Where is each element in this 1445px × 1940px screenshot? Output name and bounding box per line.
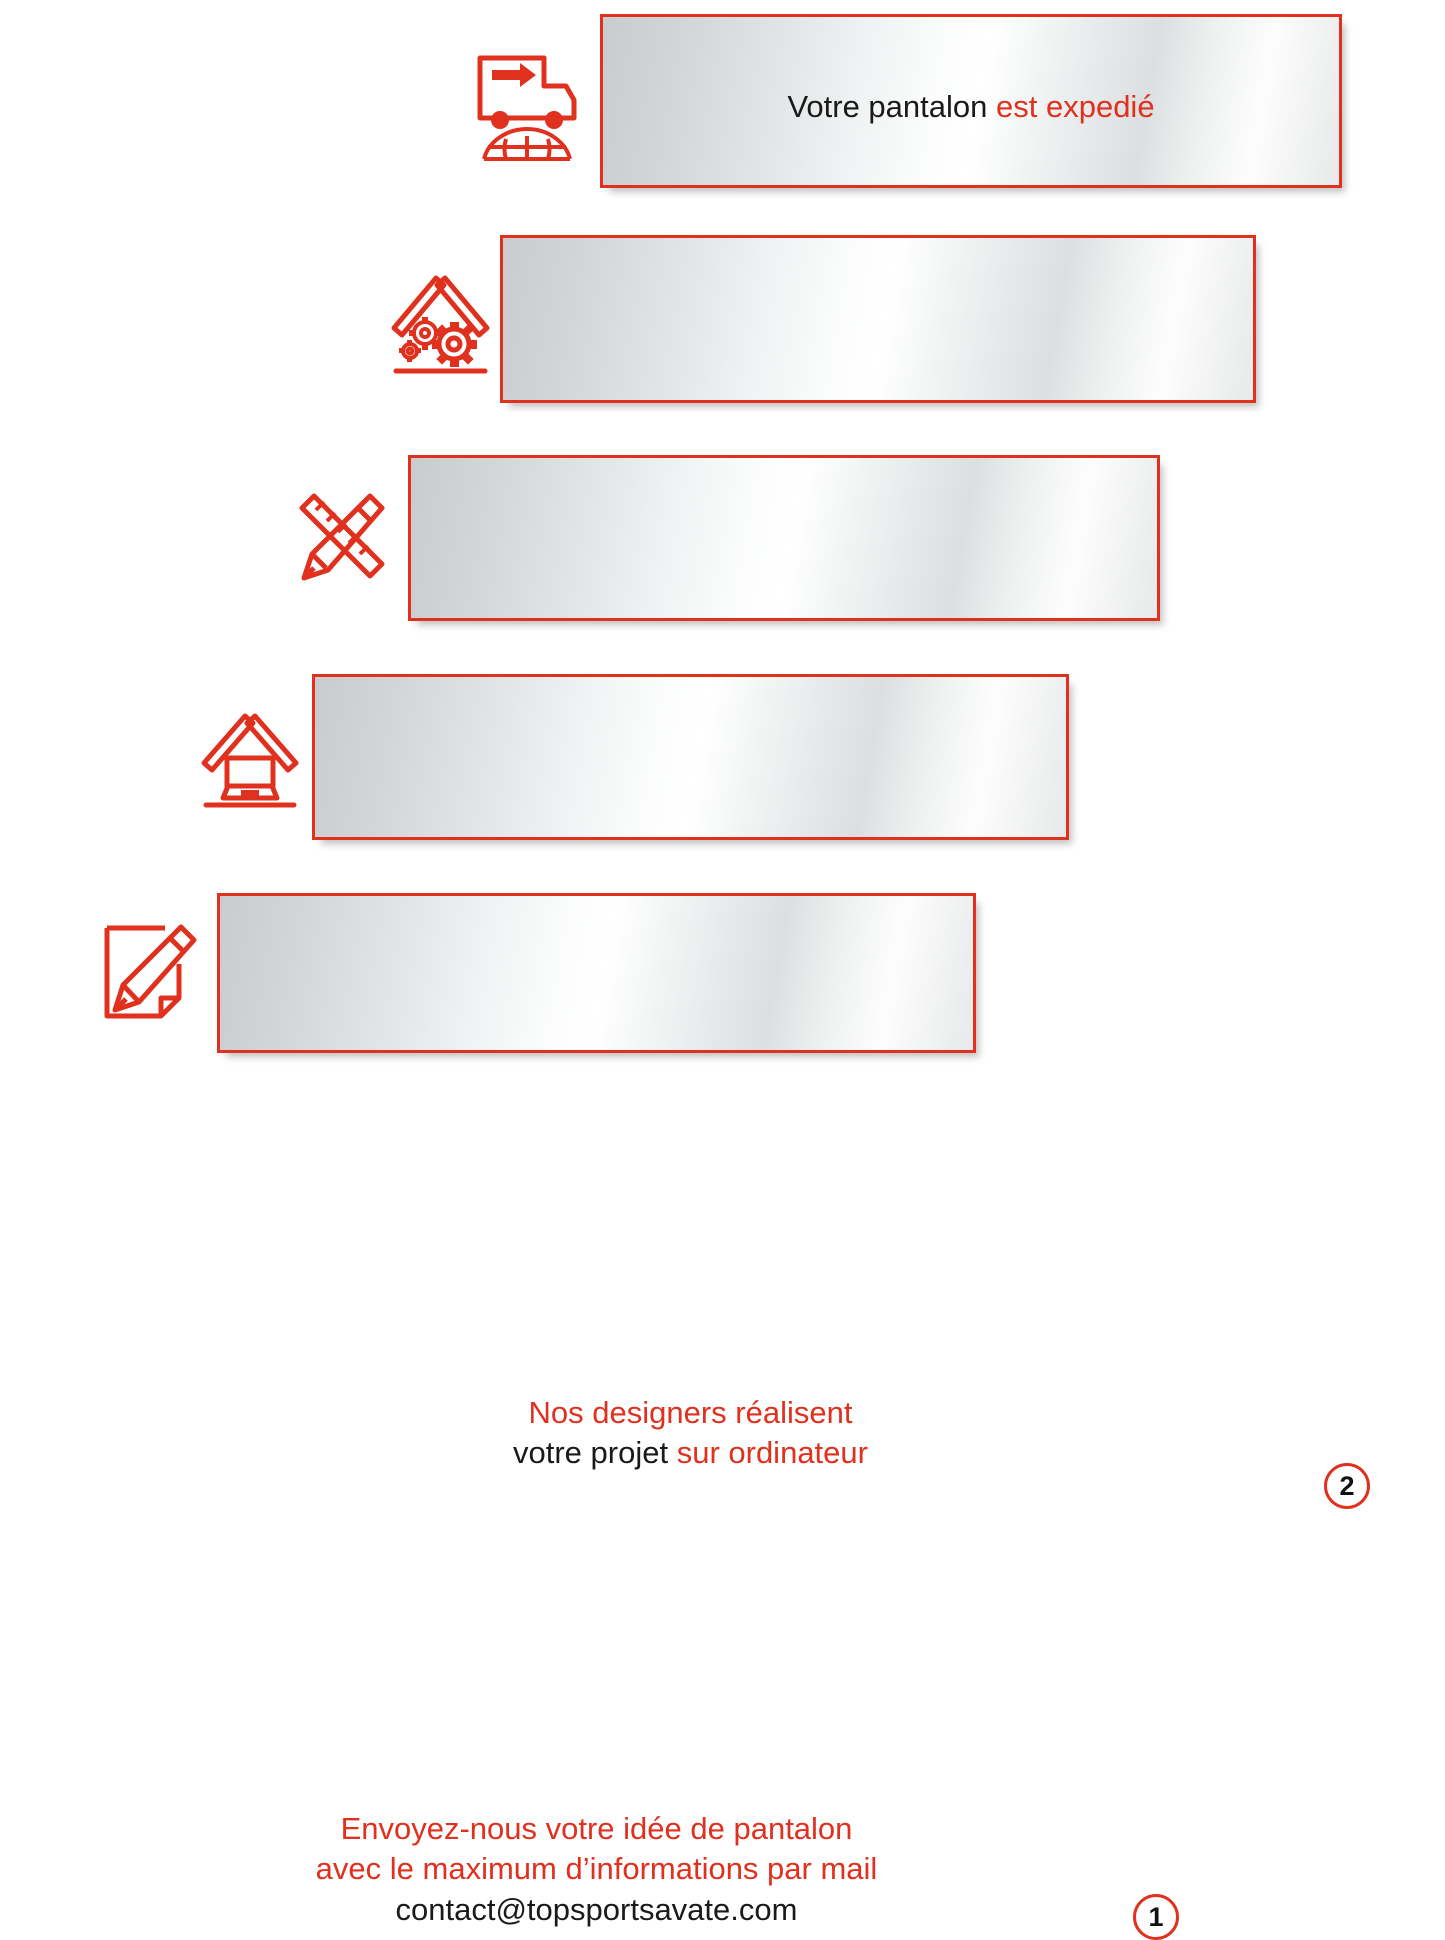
step-2-text: Nos designers réalisent votre projet sur… bbox=[315, 1393, 1066, 1474]
ruler-pencil-cross-icon bbox=[288, 482, 396, 590]
step-2-line-2-seg-2: sur ordinateur bbox=[676, 1435, 868, 1471]
delivery-truck-globe-icon bbox=[474, 46, 580, 164]
step-5-text: Votre pantalon est expedié bbox=[603, 87, 1339, 127]
step-5-bar[interactable]: Votre pantalon est expedié 5 bbox=[600, 14, 1342, 188]
step-2-line-1: Nos designers réalisent bbox=[528, 1395, 853, 1430]
step-1-bar[interactable]: Envoyez-nous votre idée de pantalon avec… bbox=[217, 893, 1179, 1940]
step-1-line-3: contact@topsportsavate.com bbox=[395, 1891, 798, 1927]
step-5-line-1-seg-2: est expedié bbox=[996, 89, 1155, 124]
step-1-number-badge: 1 bbox=[1133, 1894, 1179, 1940]
step-1-line-2: avec le maximum d’informations par mail bbox=[315, 1851, 878, 1887]
step-2-number-badge: 2 bbox=[1324, 1463, 1370, 1509]
step-5-line-1: Votre pantalon est expedié bbox=[603, 87, 1339, 127]
infographic-stage: Votre pantalon est expedié 5 bbox=[99, 14, 1370, 1940]
step-3-bar[interactable]: Validez votre projet ou apportez des cor… bbox=[408, 455, 1160, 1029]
step-2-line-2: votre projet sur ordinateur bbox=[315, 1433, 1066, 1473]
roof-laptop-icon bbox=[199, 706, 301, 810]
step-4-bar[interactable]: TOP SPORT SAVATE lance la confection de … bbox=[500, 235, 1256, 587]
roof-gears-icon bbox=[388, 266, 493, 376]
document-pencil-icon bbox=[99, 918, 201, 1028]
step-1-text: Envoyez-nous votre idée de pantalon avec… bbox=[220, 1809, 973, 1930]
step-2-line-2-seg-1: votre projet bbox=[513, 1435, 677, 1471]
step-1-line-1: Envoyez-nous votre idée de pantalon bbox=[340, 1811, 853, 1846]
step-5-line-1-seg-1: Votre pantalon bbox=[787, 89, 996, 124]
step-2-bar[interactable]: Nos designers réalisent votre projet sur… bbox=[312, 674, 1370, 1509]
